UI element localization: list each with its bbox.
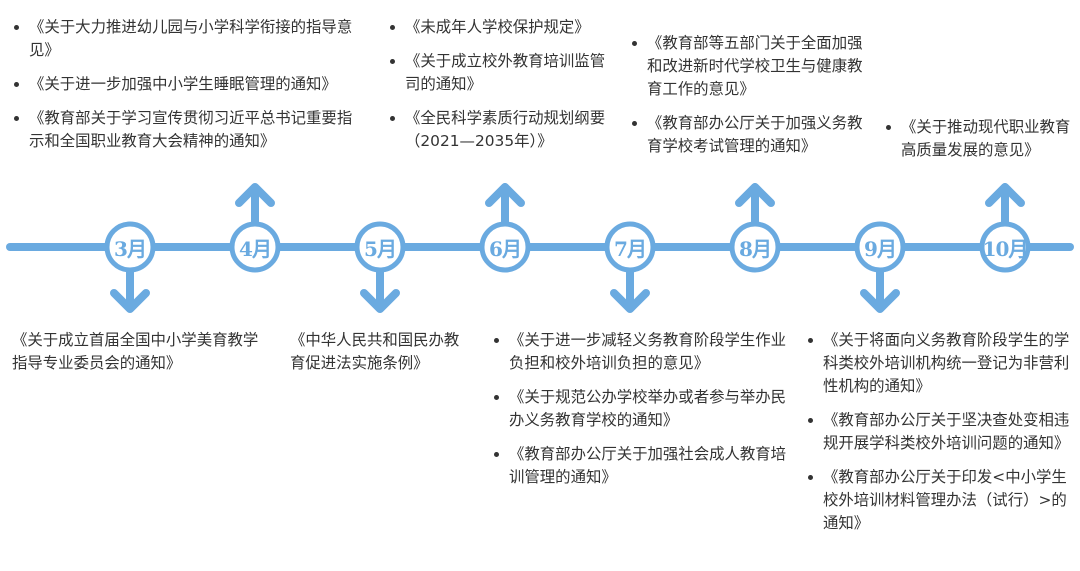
timeline-nodes bbox=[104, 221, 1031, 273]
month-node bbox=[604, 221, 656, 273]
list-item: 《关于大力推进幼儿园与小学科学衔接的指导意见》 bbox=[14, 16, 366, 62]
august-items: 《教育部等五部门关于全面加强和改进新时代学校卫生与健康教育工作的意见》 《教育部… bbox=[632, 32, 874, 169]
march-items: 《关于成立首届全国中小学美育教学指导专业委员会的通知》 bbox=[12, 329, 264, 386]
month-node bbox=[729, 221, 781, 273]
list-item: 《关于规范公办学校举办或者参与举办民办义务教育学校的通知》 bbox=[494, 386, 790, 432]
month-label-8: 8月 bbox=[739, 236, 772, 261]
month-node bbox=[104, 221, 156, 273]
may-items: 《中华人民共和国民办教育促进法实施条例》 bbox=[290, 329, 462, 386]
month-label-5: 5月 bbox=[364, 236, 397, 261]
arrow-down-icon bbox=[860, 266, 900, 313]
month-label-7: 7月 bbox=[614, 236, 647, 261]
list-item: 《教育部办公厅关于加强社会成人教育培训管理的通知》 bbox=[494, 443, 790, 489]
list-item: 《关于进一步减轻义务教育阶段学生作业负担和校外培训负担的意见》 bbox=[494, 329, 790, 375]
month-node bbox=[479, 221, 531, 273]
list-item: 《教育部办公厅关于印发<中小学生校外培训材料管理办法（试行）>的通知》 bbox=[808, 466, 1070, 535]
month-node bbox=[229, 221, 281, 273]
arrow-down-icon bbox=[110, 266, 150, 313]
month-label-6: 6月 bbox=[489, 236, 522, 261]
list-item: 《关于成立校外教育培训监管司的通知》 bbox=[390, 50, 616, 96]
list-item: 《关于推动现代职业教育高质量发展的意见》 bbox=[886, 116, 1072, 162]
april-items: 《关于大力推进幼儿园与小学科学衔接的指导意见》 《关于进一步加强中小学生睡眠管理… bbox=[14, 16, 366, 164]
month-node bbox=[979, 221, 1031, 273]
list-item: 《教育部办公厅关于坚决查处变相违规开展学科类校外培训问题的通知》 bbox=[808, 409, 1070, 455]
list-item: 《教育部办公厅关于加强义务教育学校考试管理的通知》 bbox=[632, 112, 874, 158]
arrow-up-icon bbox=[485, 183, 525, 228]
september-items: 《关于将面向义务教育阶段学生的学科类校外培训机构统一登记为非营利性机构的通知》 … bbox=[808, 329, 1070, 546]
list-item: 《中华人民共和国民办教育促进法实施条例》 bbox=[290, 331, 460, 372]
list-item: 《关于成立首届全国中小学美育教学指导专业委员会的通知》 bbox=[12, 331, 259, 372]
timeline-arrows bbox=[110, 183, 1025, 313]
arrow-down-icon bbox=[360, 266, 400, 313]
month-node bbox=[354, 221, 406, 273]
list-item: 《关于进一步加强中小学生睡眠管理的通知》 bbox=[14, 73, 366, 96]
list-item: 《未成年人学校保护规定》 bbox=[390, 16, 616, 39]
arrow-up-icon bbox=[985, 183, 1025, 228]
july-items: 《关于进一步减轻义务教育阶段学生作业负担和校外培训负担的意见》 《关于规范公办学… bbox=[494, 329, 790, 500]
arrow-down-icon bbox=[610, 266, 650, 313]
month-label-10: 10月 bbox=[982, 236, 1029, 261]
month-label-9: 9月 bbox=[864, 236, 897, 261]
june-items: 《未成年人学校保护规定》 《关于成立校外教育培训监管司的通知》 《全民科学素质行… bbox=[390, 16, 616, 164]
month-label-3: 3月 bbox=[114, 236, 147, 261]
october-items: 《关于推动现代职业教育高质量发展的意见》 bbox=[886, 116, 1072, 173]
arrow-up-icon bbox=[235, 183, 275, 228]
arrow-up-icon bbox=[735, 183, 775, 228]
list-item: 《教育部关于学习宣传贯彻习近平总书记重要指示和全国职业教育大会精神的通知》 bbox=[14, 107, 366, 153]
month-node bbox=[854, 221, 906, 273]
list-item: 《全民科学素质行动规划纲要（2021—2035年）》 bbox=[390, 107, 616, 153]
month-label-4: 4月 bbox=[239, 236, 272, 261]
list-item: 《关于将面向义务教育阶段学生的学科类校外培训机构统一登记为非营利性机构的通知》 bbox=[808, 329, 1070, 398]
list-item: 《教育部等五部门关于全面加强和改进新时代学校卫生与健康教育工作的意见》 bbox=[632, 32, 874, 101]
